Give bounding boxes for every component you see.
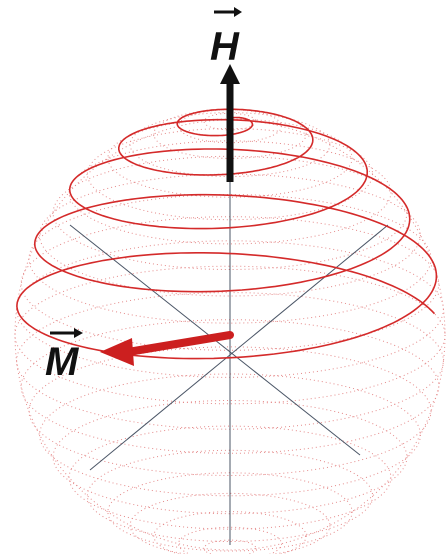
sphere-latitude-ring [86, 449, 374, 542]
sphere-latitude-ring [52, 400, 408, 515]
sphere-latitude-ring [28, 346, 432, 477]
diagonal-axis-2 [89, 224, 389, 471]
m-label: M [45, 328, 83, 384]
h-label-text: H [210, 25, 240, 69]
h-label: H [210, 7, 242, 69]
m-label-text: M [45, 340, 80, 384]
sphere-latitude-ring [68, 140, 392, 245]
sphere-latitude-ring [39, 173, 421, 297]
precession-spiral [16, 108, 438, 360]
sphere-latitude-ring [178, 526, 282, 554]
sphere-latitude-ring [203, 539, 257, 554]
sphere-latitude-ring [107, 472, 353, 552]
sphere-latitude-ring [68, 425, 392, 530]
sphere-latitude-ring [39, 373, 421, 497]
h-vector [220, 64, 240, 182]
m-vector [100, 331, 234, 366]
sphere-latitude-ring [107, 118, 353, 198]
sphere-latitude-ring [129, 492, 331, 554]
